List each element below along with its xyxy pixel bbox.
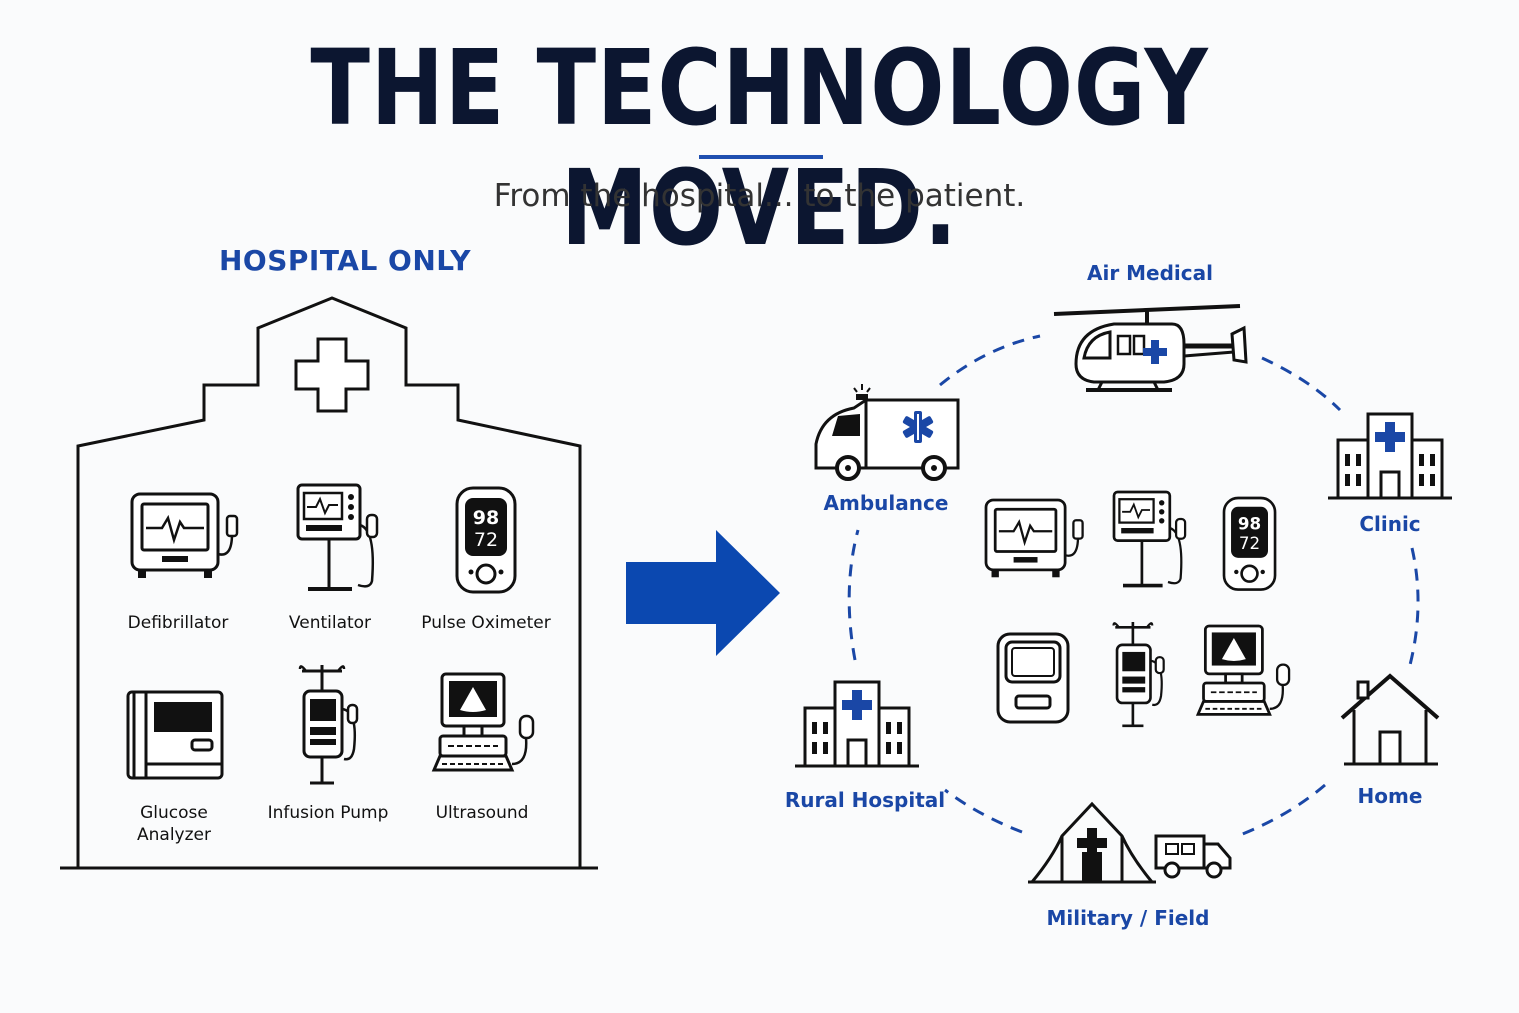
device-label-ventilator: Ventilator bbox=[288, 613, 372, 633]
rural-hospital-icon bbox=[793, 680, 921, 768]
device-label-defibrillator: Defibrillator bbox=[127, 613, 229, 633]
infusion-pump-icon bbox=[298, 663, 359, 785]
right-arrow-icon bbox=[626, 530, 780, 656]
defibrillator-icon bbox=[130, 492, 239, 580]
hospital-only-heading: HOSPITAL ONLY bbox=[219, 244, 472, 277]
pulse-oximeter-icon: 98 72 bbox=[455, 486, 517, 594]
clinic-icon bbox=[1326, 412, 1454, 500]
oximeter-reading-bottom: 72 bbox=[474, 529, 498, 551]
hospital-outline bbox=[76, 296, 582, 868]
location-label-air-medical: Air Medical bbox=[1086, 261, 1213, 285]
home-icon bbox=[1340, 673, 1440, 766]
field-tent-icon bbox=[1028, 801, 1156, 884]
pulse-oximeter-mini-icon: 98 72 bbox=[1222, 496, 1277, 591]
location-label-military-field: Military / Field bbox=[1046, 906, 1210, 930]
location-label-ambulance: Ambulance bbox=[823, 491, 949, 515]
hospital-cross-icon bbox=[294, 337, 370, 413]
title-underline bbox=[699, 155, 823, 159]
device-label-glucose-line2: Analyzer bbox=[137, 825, 211, 845]
glucose-analyzer-mini-icon bbox=[996, 632, 1070, 724]
device-label-ultrasound: Ultrasound bbox=[435, 803, 529, 823]
location-label-rural-hospital: Rural Hospital bbox=[784, 788, 946, 812]
helicopter-icon bbox=[1053, 304, 1248, 392]
location-label-home: Home bbox=[1357, 784, 1423, 808]
defibrillator-mini-icon bbox=[984, 498, 1084, 579]
ambulance-icon bbox=[814, 384, 960, 481]
field-truck-icon bbox=[1154, 834, 1232, 879]
page-subtitle: From the hospital... to the patient. bbox=[493, 178, 1026, 214]
ultrasound-icon bbox=[432, 672, 535, 772]
glucose-analyzer-icon bbox=[126, 690, 224, 780]
device-label-pulse-oximeter: Pulse Oximeter bbox=[421, 613, 551, 633]
page-title: THE TECHNOLOGY MOVED. bbox=[310, 27, 1209, 269]
ultrasound-mini-icon bbox=[1196, 624, 1291, 716]
ventilator-icon bbox=[296, 483, 379, 591]
infusion-pump-mini-icon bbox=[1112, 620, 1166, 728]
device-label-infusion-pump: Infusion Pump bbox=[267, 803, 389, 823]
ventilator-mini-icon bbox=[1112, 490, 1187, 588]
oximeter-reading-top: 98 bbox=[473, 507, 499, 529]
mini-oximeter-reading-top: 98 bbox=[1238, 514, 1261, 534]
dashed-circle-ring bbox=[847, 334, 1420, 837]
location-label-clinic: Clinic bbox=[1359, 512, 1421, 536]
mini-oximeter-reading-bottom: 72 bbox=[1239, 533, 1260, 553]
device-label-glucose-line1: Glucose bbox=[140, 803, 208, 823]
